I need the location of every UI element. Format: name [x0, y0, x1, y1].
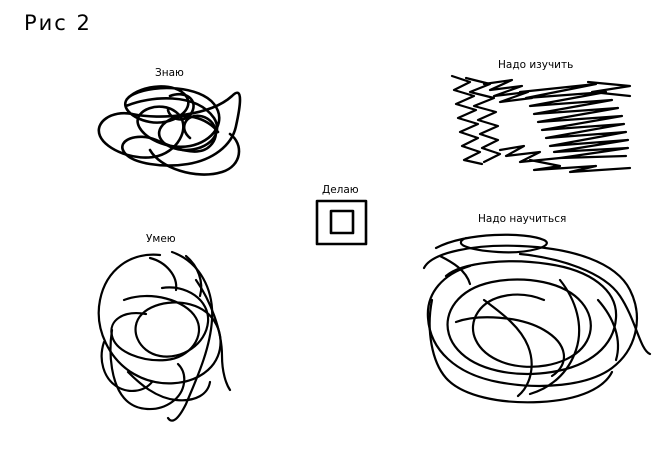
cluster-need-to-master-label: Надо научиться — [478, 213, 566, 225]
figure-title: Рис 2 — [24, 11, 92, 35]
cluster-need-to-learn-label: Надо изучить — [498, 59, 573, 71]
outer-square — [315, 199, 368, 246]
cluster-can-scribble — [97, 250, 232, 422]
cluster-need-to-master-scribble — [422, 233, 652, 404]
cluster-know-label: Знаю — [155, 67, 184, 79]
cluster-do-squares — [315, 199, 368, 246]
cluster-can: Умею — [97, 233, 232, 422]
cluster-do: Делаю — [315, 184, 368, 246]
inner-square — [329, 209, 355, 235]
cluster-need-to-learn: Надо изучить — [450, 59, 632, 174]
cluster-know-scribble — [97, 85, 242, 176]
cluster-need-to-learn-scribble — [450, 74, 632, 174]
cluster-know: Знаю — [97, 67, 242, 176]
cluster-do-label: Делаю — [322, 184, 359, 196]
cluster-can-label: Умею — [146, 233, 176, 245]
cluster-need-to-master: Надо научиться — [422, 213, 652, 404]
